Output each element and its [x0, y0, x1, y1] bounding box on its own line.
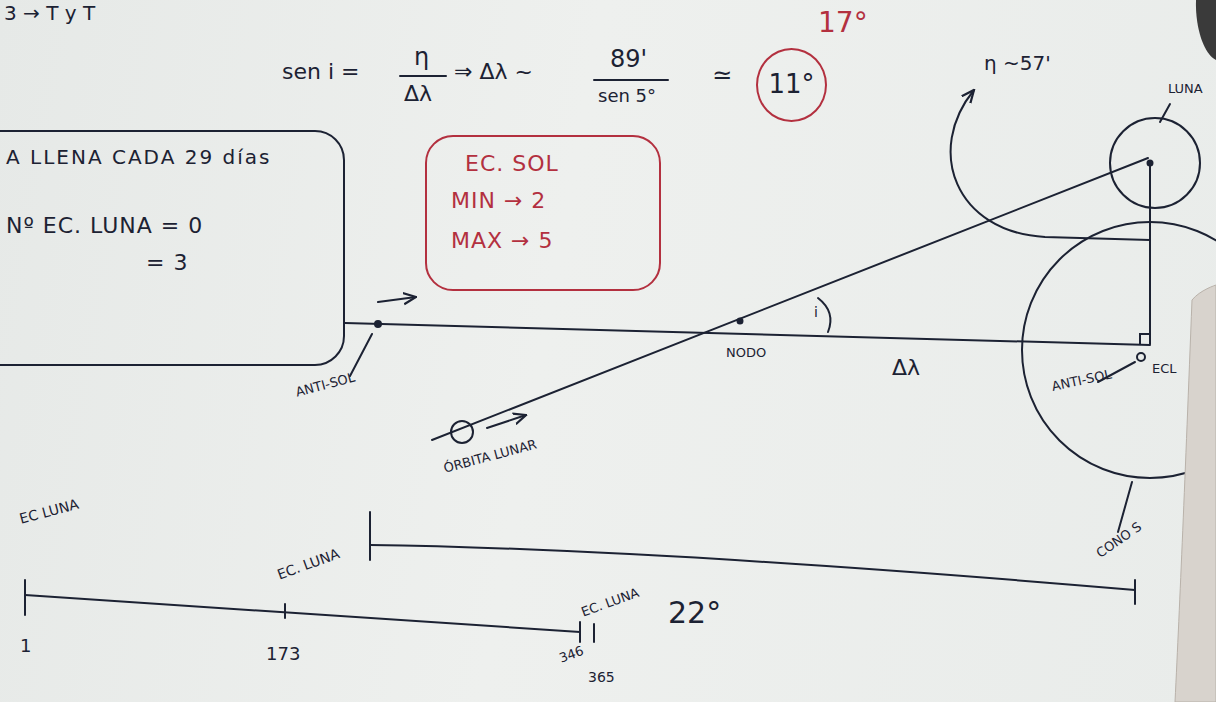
- point-label: ECL: [1152, 362, 1177, 376]
- node-text: Nº EC. LUNA = 0: [6, 213, 323, 238]
- moon-center: [1148, 161, 1153, 166]
- timeline-line: [25, 595, 580, 632]
- leader-line: [1160, 104, 1170, 122]
- body-label: LUNA: [1168, 82, 1203, 96]
- anti-sun-point: [1137, 353, 1145, 361]
- interval-tick: [369, 512, 371, 560]
- node-text: 11°: [768, 70, 814, 100]
- timeline-label: EC. LUNA: [580, 586, 642, 620]
- formula-text: η: [414, 44, 429, 70]
- point-label: ANTI-SOL: [294, 371, 356, 401]
- timeline-tick: [579, 622, 581, 642]
- corrected-value: 17°: [818, 8, 868, 39]
- anti-sun-point: [375, 321, 381, 327]
- point-label: NODO: [726, 346, 766, 360]
- formula-text: sen i =: [282, 60, 359, 84]
- formula-text: Δλ: [404, 82, 432, 106]
- leader-line: [350, 334, 372, 376]
- angle-value: 22°: [668, 596, 721, 629]
- motion-arrow: [487, 415, 526, 428]
- circled-result: 11°: [756, 48, 827, 122]
- motion-arrow: [378, 297, 416, 302]
- quantity-label: Δλ: [892, 356, 920, 380]
- day-number: 346: [558, 644, 586, 666]
- timeline-tick: [593, 624, 595, 642]
- timeline-tick: [284, 604, 286, 618]
- note-text: 3 → T y T: [4, 2, 95, 24]
- day-number: 365: [588, 670, 615, 685]
- right-angle-mark: [1140, 334, 1150, 344]
- node-text: EC. SOL: [465, 151, 639, 176]
- region-label: CONO S: [1094, 520, 1145, 561]
- moon-circle: [1110, 118, 1200, 208]
- fraction-bar: [400, 75, 446, 77]
- node-text: A LLENA CADA 29 días: [6, 146, 323, 169]
- interval-tick: [1134, 580, 1136, 604]
- formula-text: 89': [610, 46, 647, 72]
- person-head: [1196, 0, 1216, 60]
- eclipse-count-box: EC. SOL MIN → 2 MAX → 5: [425, 135, 661, 291]
- person-figure: [1175, 285, 1216, 702]
- leader-curve: [951, 90, 1150, 240]
- timeline-label: EC LUNA: [18, 497, 80, 528]
- formula-text: sen 5°: [598, 86, 656, 106]
- node-text: = 3: [146, 250, 323, 275]
- node-text: MIN → 2: [451, 188, 639, 213]
- distance-line: [1149, 166, 1151, 344]
- node-text: MAX → 5: [451, 228, 639, 253]
- quantity-label: η ~57': [984, 52, 1051, 74]
- angle-arc: [818, 298, 830, 332]
- formula-text: ⇒ Δλ ~: [454, 60, 533, 84]
- timeline-tick: [24, 580, 26, 615]
- fraction-bar: [594, 79, 668, 81]
- day-number: 1: [20, 636, 31, 656]
- interval-line: [370, 545, 1135, 590]
- ecliptic-line: [345, 323, 1150, 345]
- moon-symbol: [451, 421, 473, 443]
- lunar-orbit-line: [432, 158, 1148, 440]
- line-label: ÓRBITA LUNAR: [442, 437, 538, 476]
- point-label: ANTI-SOL: [1051, 368, 1113, 395]
- node-point: [738, 319, 743, 324]
- formula-text: ≃: [712, 62, 732, 88]
- angle-label: i: [814, 305, 818, 320]
- day-number: 173: [266, 644, 300, 664]
- timeline-label: EC. LUNA: [275, 546, 341, 583]
- note-box: A LLENA CADA 29 días Nº EC. LUNA = 0 = 3: [0, 130, 345, 366]
